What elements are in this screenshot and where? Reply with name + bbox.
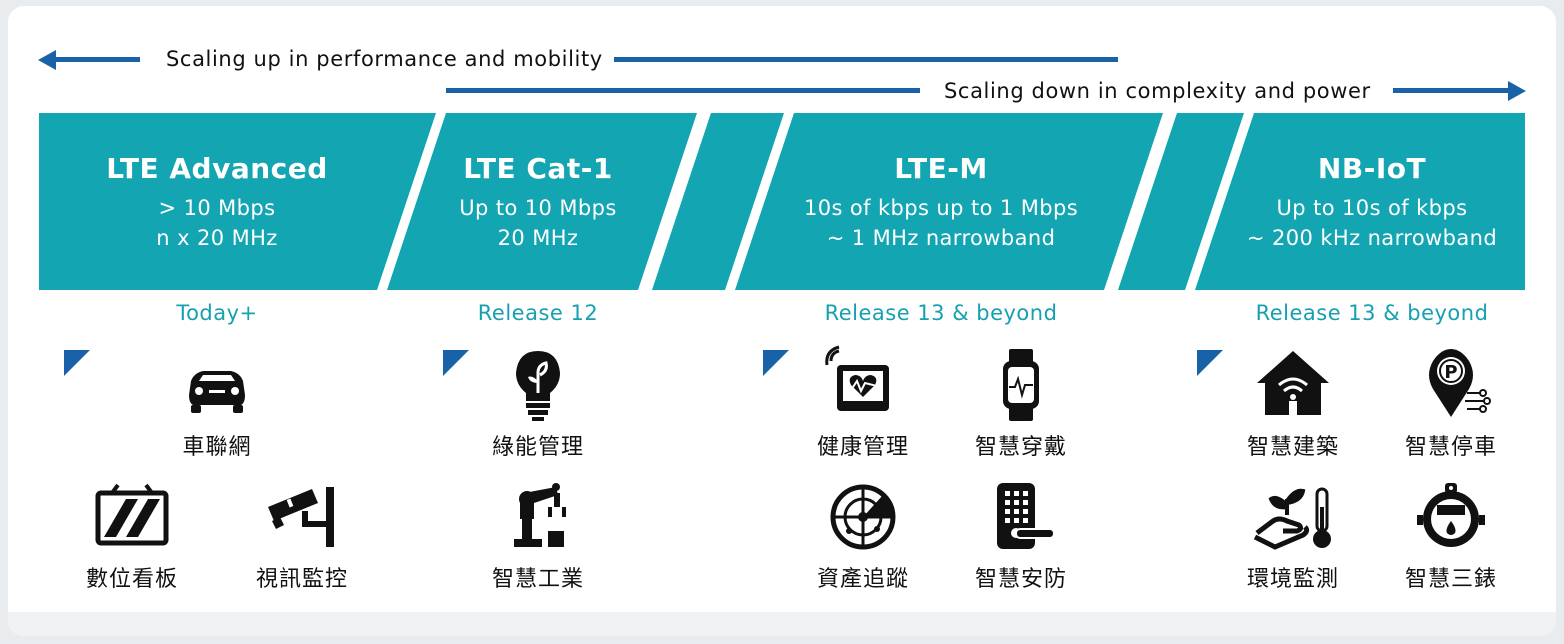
tier-spec-line2: n x 20 MHz <box>156 226 278 250</box>
right-arrow-head <box>1508 81 1526 101</box>
app-item: 資產追蹤 <box>793 477 933 593</box>
app-item: 健康管理 <box>793 345 933 461</box>
tier-spec-line2: ~ 1 MHz narrowband <box>826 226 1056 250</box>
app-label: 智慧工業 <box>491 567 584 592</box>
app-label: 智慧三錶 <box>1404 567 1497 592</box>
banner-segment-lte-cat1 <box>387 113 697 290</box>
app-label: 車聯網 <box>182 435 252 460</box>
app-item: 智慧三錶 <box>1381 477 1521 593</box>
app-item: 智慧安防 <box>951 477 1091 593</box>
app-item: P 智慧停車 <box>1381 345 1521 461</box>
release-label: Release 12 <box>477 301 599 325</box>
smart-home-icon <box>1257 351 1329 415</box>
left-arrow-head <box>38 50 56 70</box>
app-label: 環境監測 <box>1246 567 1339 592</box>
left-arrow <box>38 50 1118 70</box>
app-label: 綠能管理 <box>491 435 584 460</box>
app-item: 綠能管理 <box>468 345 608 461</box>
tier-lte-advanced: LTE Advanced > 10 Mbps n x 20 MHz <box>67 152 367 253</box>
banner-segment-gap-b <box>1118 113 1244 290</box>
corner-marker <box>443 350 469 376</box>
heart-monitor-icon <box>825 345 889 411</box>
banner-segment-gap-a <box>652 113 784 290</box>
banner-segment-lte-m <box>735 113 1163 290</box>
tier-name: NB-IoT <box>1317 152 1427 185</box>
app-label: 智慧停車 <box>1404 435 1497 460</box>
banner-segment-nb-iot <box>1195 113 1525 290</box>
tier-name: LTE Cat-1 <box>463 152 613 185</box>
cctv-camera-icon <box>268 487 334 547</box>
signboard-icon <box>95 483 169 546</box>
left-arrow-shaft-a <box>54 57 140 62</box>
app-item: 車聯網 <box>147 345 287 461</box>
meter-icon <box>1417 483 1485 547</box>
tier-banner <box>39 113 1525 290</box>
app-label: 資產追蹤 <box>816 567 909 592</box>
banner-segment-lte-advanced <box>39 113 436 290</box>
tier-lte-m: LTE-M 10s of kbps up to 1 Mbps ~ 1 MHz na… <box>771 152 1111 253</box>
robot-arm-icon <box>514 483 566 547</box>
app-item: 智慧建築 <box>1223 345 1363 461</box>
eco-bulb-icon <box>516 351 560 421</box>
right-arrow <box>446 81 1526 101</box>
plant-thermometer-icon <box>1253 487 1331 550</box>
scaling-down-label: Scaling down in complexity and power <box>944 79 1371 103</box>
bottom-band <box>8 612 1556 636</box>
app-item: 環境監測 <box>1223 477 1363 593</box>
tier-spec-line1: 10s of kbps up to 1 Mbps <box>803 196 1079 220</box>
app-label: 健康管理 <box>816 435 909 460</box>
app-item: 數位看板 <box>62 477 202 593</box>
app-item: 智慧穿戴 <box>951 345 1091 461</box>
app-label: 智慧安防 <box>974 567 1067 592</box>
scaling-up-label: Scaling up in performance and mobility <box>166 47 603 71</box>
app-item: 智慧工業 <box>468 477 608 593</box>
corner-marker <box>763 350 789 376</box>
tier-spec-line2: ~ 200 kHz narrowband <box>1246 226 1498 250</box>
smartwatch-icon <box>1003 349 1039 421</box>
tier-spec-line1: Up to 10s of kbps <box>1276 196 1468 220</box>
tier-nb-iot: NB-IoT Up to 10s of kbps ~ 200 kHz narrow… <box>1222 152 1522 253</box>
app-label: 數位看板 <box>85 567 178 592</box>
parking-pin-icon: P <box>1429 349 1491 417</box>
release-label: Today+ <box>176 301 258 325</box>
tier-name: LTE Advanced <box>106 152 328 185</box>
app-label: 智慧穿戴 <box>974 435 1067 460</box>
corner-marker <box>64 350 90 376</box>
tier-lte-cat1: LTE Cat-1 Up to 10 Mbps 20 MHz <box>388 152 688 253</box>
app-item: 視訊監控 <box>232 477 372 593</box>
car-icon <box>189 371 245 413</box>
app-label: 視訊監控 <box>255 567 348 592</box>
corner-marker <box>1197 350 1223 376</box>
tier-spec-line1: Up to 10 Mbps <box>459 196 617 220</box>
release-label: Release 13 & beyond <box>824 301 1058 325</box>
tier-spec-line2: 20 MHz <box>497 226 579 250</box>
radar-icon <box>830 484 896 550</box>
release-label: Release 13 & beyond <box>1255 301 1489 325</box>
right-arrow-shaft-b <box>1393 88 1511 93</box>
right-arrow-shaft-a <box>446 88 920 93</box>
tier-name: LTE-M <box>894 152 988 185</box>
app-label: 智慧建築 <box>1246 435 1339 460</box>
tier-spec-line1: > 10 Mbps <box>158 196 276 220</box>
svg-text:P: P <box>1444 362 1457 383</box>
left-arrow-shaft-b <box>614 57 1118 62</box>
door-lock-icon <box>997 483 1055 549</box>
